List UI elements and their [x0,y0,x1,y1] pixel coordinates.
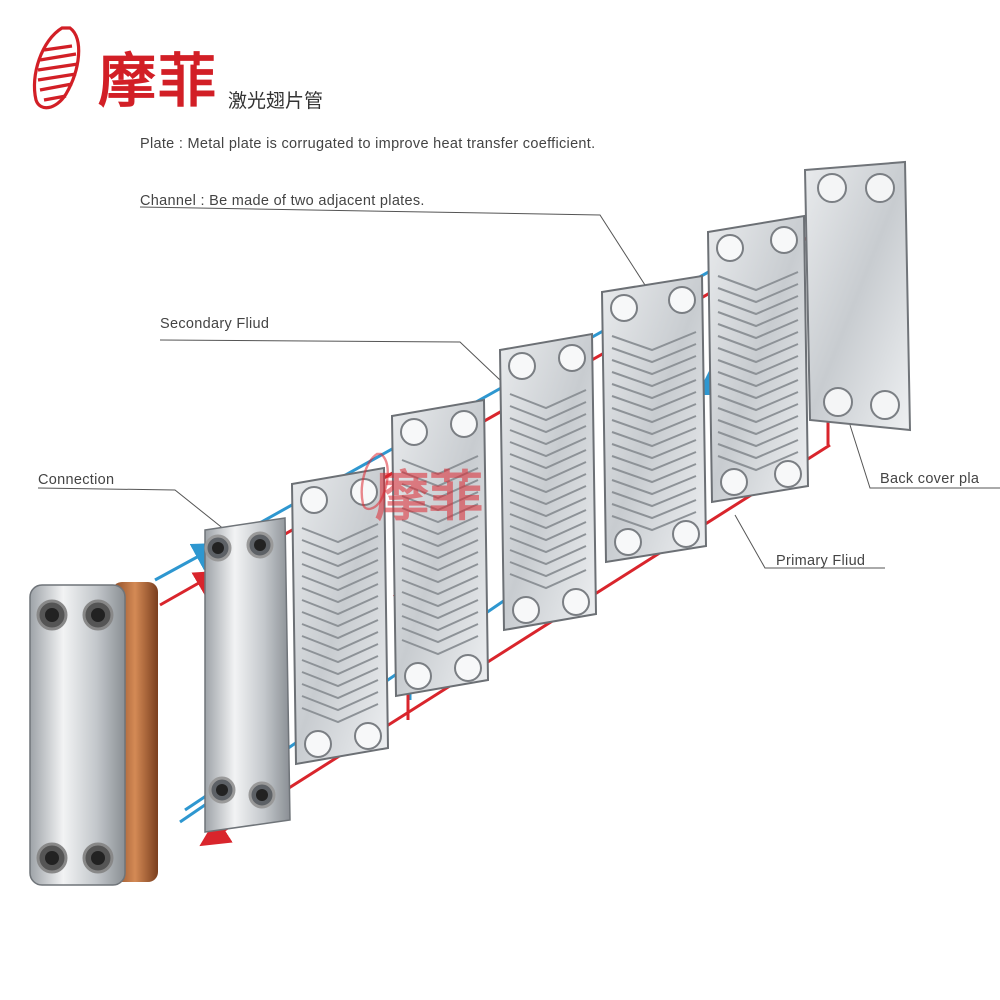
plate-3 [500,334,596,630]
channel-leader-line [140,207,645,285]
watermark-text: 摩菲 [375,452,483,531]
plate-4 [602,276,706,562]
assembled-exchanger [30,582,158,885]
back-cover-leader-line [850,425,1000,488]
primary-leader-line [735,515,885,568]
back-cover-plate [805,162,910,430]
plate-2 [392,400,488,696]
connection-plate [205,518,290,832]
connection-leader-line [38,488,225,530]
plate-5 [708,216,808,502]
secondary-leader-line [160,340,500,380]
